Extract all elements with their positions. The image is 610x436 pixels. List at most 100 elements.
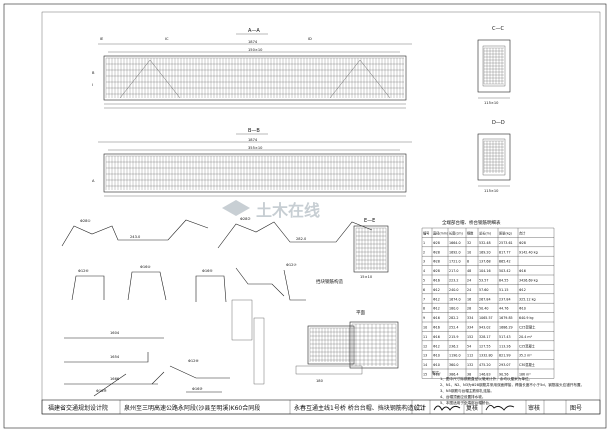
notes: 附注： 1、图中尺寸除钢筋直径以毫米计外，余均以厘米为单位。 2、N1、N2、N… [432, 370, 584, 405]
table-cell: 112 [467, 354, 473, 358]
note-2: 2、N1、N2、N3为Φ28钢筋并采用双面焊接，焊缝长度不小于5d，钢筋接头应错… [440, 382, 584, 387]
section-aa-title: A—A [248, 28, 260, 34]
table-cell: 8 [423, 307, 425, 311]
bar-shapes: 243.0 Φ28① 282.0 Φ28② Φ12⑥ Φ16④ Φ16⑤ Φ12… [61, 217, 373, 397]
section-cc-title: C—C [492, 26, 504, 32]
svg-text:1654: 1654 [110, 355, 120, 359]
table-cell: 13 [423, 354, 427, 358]
table-cell: 532.48 [479, 241, 491, 245]
note-1: 1、图中尺寸除钢筋直径以毫米计外，余均以厘米为单位。 [440, 376, 532, 381]
table-cell: 223.2 [449, 279, 458, 283]
table-cell: 11 [423, 335, 427, 339]
table-cell: 38 [467, 373, 471, 377]
design-institute: 福建省交通规划设计院 [48, 404, 108, 412]
table-header-2: 长度(cm) [449, 231, 463, 236]
aa-beam-outline [103, 55, 407, 101]
table-cell: 12 [423, 344, 427, 348]
table-cell: 386.4 [449, 373, 458, 377]
table-cell: 4 [423, 269, 425, 273]
svg-text:Φ12⑥: Φ12⑥ [78, 269, 89, 273]
table-cell: 32 [467, 241, 471, 245]
table-cell: Φ28 [433, 241, 440, 245]
table-cell: 137.68 [479, 260, 491, 264]
table-cell: Φ12 [433, 344, 440, 348]
table-cell: Φ10 [433, 363, 440, 367]
designer-label: 设计 [414, 404, 426, 412]
svg-text:Φ28①: Φ28① [80, 219, 91, 223]
table-cell: 48 [467, 269, 471, 273]
section-bb-title: B—B [248, 128, 260, 134]
table-cell: Φ12 [433, 307, 440, 311]
bb-spacing-dim: 355×10 [248, 146, 263, 150]
table-cell: 1686.29 [499, 326, 513, 330]
drawing-name: 永春互通主线1号桥 桥台台帽、挡块钢筋构造(二) [294, 404, 424, 412]
designer-signature [433, 405, 461, 411]
table-cell: 3 [423, 260, 425, 264]
table-cell: Φ12 [433, 297, 440, 301]
svg-text:Φ16⑨: Φ16⑨ [96, 389, 107, 393]
table-cell: 7 [423, 297, 425, 301]
table-cell: 113.26 [499, 344, 511, 348]
aa-marker-3: ID [308, 37, 312, 41]
table-cell: 9142.40 kg [519, 250, 538, 254]
table-cell: 1190.0 [449, 354, 461, 358]
table-cell: Φ28 [433, 269, 440, 273]
table-cell: 1332.80 [479, 354, 493, 358]
svg-text:I: I [92, 83, 93, 87]
table-cell: Φ10 [433, 373, 440, 377]
svg-text:B: B [92, 71, 95, 75]
watermark-text: 土木在线 [256, 201, 320, 220]
table-header-5: 质量(kg) [499, 231, 512, 236]
title-block: 福建省交通规划设计院 泉州至三明高速公路永阿段(沙县至明溪)K60合同段 永春互… [41, 399, 601, 415]
table-cell: 146.83 [479, 373, 491, 377]
table-cell: 57.60 [479, 288, 488, 292]
table-cell: 127.55 [479, 344, 491, 348]
svg-text:180: 180 [316, 379, 324, 383]
table-cell: 1 [423, 241, 425, 245]
table-cell: 169.20 [479, 250, 491, 254]
table-cell: Φ10 [519, 307, 526, 311]
drawing-no-label: 图号 [570, 405, 582, 412]
cc-outline [477, 39, 511, 93]
bb-rebar-mesh [105, 155, 404, 190]
table-cell: 24 [467, 279, 471, 283]
table-cell: 10 [467, 250, 471, 254]
table-cell: Φ16 [433, 326, 440, 330]
table-cell: 217.0 [449, 269, 458, 273]
note-4: 4、台帽顶面应设置排水坡。 [440, 394, 485, 399]
table-extra-total: 186 m³ [519, 373, 531, 377]
svg-text:Φ16④: Φ16④ [140, 265, 151, 269]
aa-total-dim: 1874 [248, 40, 258, 44]
table-cell: 240.0 [449, 288, 458, 292]
table-cell: 1679.85 [499, 316, 513, 320]
table-cell: 44.76 [499, 307, 508, 311]
table-cell: Φ16 [433, 279, 440, 283]
table-cell: 236.2 [449, 344, 458, 348]
table-cell: 2 [423, 250, 425, 254]
table-cell: 152 [467, 335, 473, 339]
table-cell: Φ28 [433, 260, 440, 264]
mesh-detail: 挡块钢筋构造 180 平面 [231, 278, 399, 385]
table-cell: 24 [467, 288, 471, 292]
table-header-3: 根数 [467, 231, 474, 236]
table-cell: 14 [423, 363, 427, 367]
cc-bottom-dim: 115×10 [484, 101, 499, 105]
table-cell: 252.4 [449, 326, 458, 330]
note-5: 5、本图适用于全端部台帽桥台。 [440, 400, 493, 405]
note-3: 3、N5钢筋与台帽主筋绑扎连接。 [440, 388, 494, 393]
table-cell: Φ12 [433, 288, 440, 292]
svg-text:Φ16⑤: Φ16⑤ [202, 269, 213, 273]
table-title: 全端部台帽、桥台钢筋明细表 [442, 219, 501, 226]
aa-marker-2: IC [165, 37, 169, 41]
table-cell: 2573.61 [499, 241, 513, 245]
table-cell: 817.77 [499, 250, 511, 254]
watermark: 土木在线 [222, 200, 320, 220]
table-cell: 328.17 [479, 335, 491, 339]
table-cell: 53.57 [479, 279, 488, 283]
project-name: 泉州至三明高速公路永阿段(沙县至明溪)K60合同段 [124, 404, 260, 412]
table-cell: 1692.0 [449, 250, 461, 254]
svg-text:243.0: 243.0 [130, 235, 141, 239]
table-header-4: 总长(m) [479, 231, 491, 236]
svg-text:282.0: 282.0 [296, 237, 307, 241]
table-cell: 50.40 [479, 307, 488, 311]
